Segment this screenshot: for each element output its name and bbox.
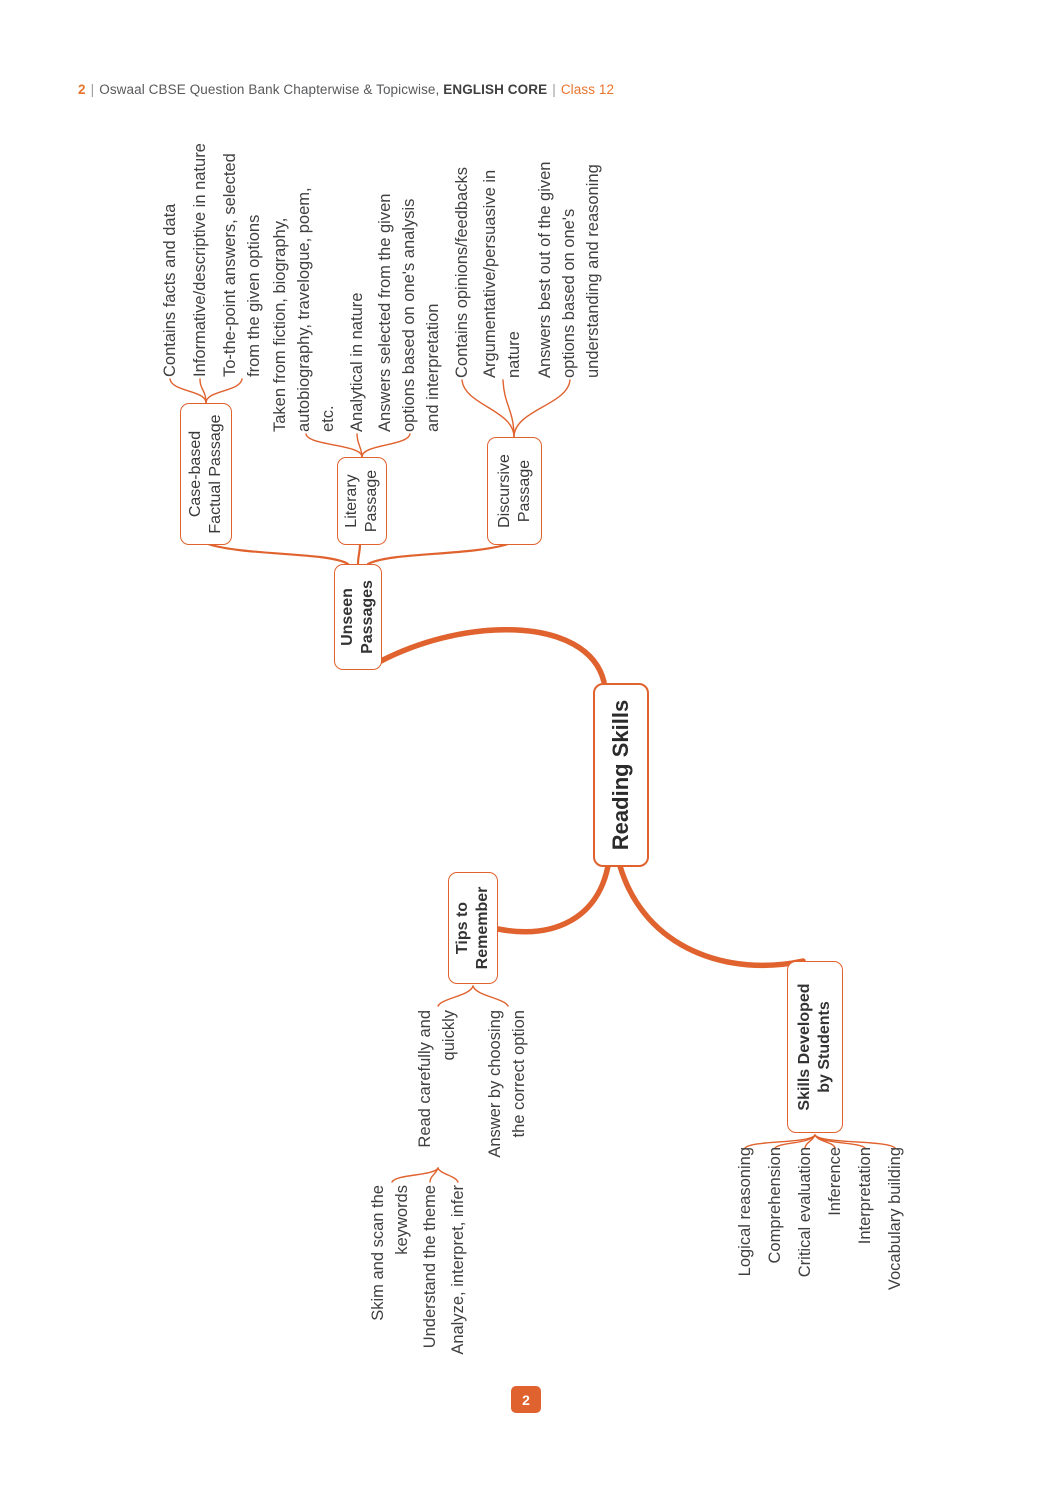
node-reading-skills: Reading Skills xyxy=(593,683,649,867)
page-header: 2 | Oswaal CBSE Question Bank Chapterwise … xyxy=(78,82,614,97)
leaf-note: To-the-point answers, selected from the … xyxy=(221,153,263,377)
leaf-note: Informative/descriptive in nature xyxy=(191,143,209,377)
node-tips-to-remember: Tips to Remember xyxy=(448,872,498,984)
leaf-note: Understand the theme xyxy=(421,1185,439,1349)
leaf-note: Answers best out of the given options ba… xyxy=(536,161,602,378)
header-separator-2: | xyxy=(552,82,556,97)
leaf-note: Logical reasoning xyxy=(736,1147,754,1277)
node-unseen-passages: Unseen Passages xyxy=(334,564,382,670)
header-page-number: 2 xyxy=(78,82,86,97)
leaf-note: Analyze, interpret, infer xyxy=(449,1185,467,1355)
leaf-note: Read carefully and quickly xyxy=(416,1010,458,1148)
header-class-label: Class 12 xyxy=(560,82,615,97)
leaf-note: Argumentative/persuasive in nature xyxy=(481,169,523,378)
node-skills-developed-by-students: Skills Developed by Students xyxy=(787,961,843,1133)
leaf-note: Interpretation xyxy=(856,1147,874,1245)
leaf-note: Taken from fiction, biography, autobiogr… xyxy=(271,187,337,432)
page-number-badge: 2 xyxy=(511,1386,541,1413)
node-case-based-factual-passage: Case-based Factual Passage xyxy=(180,403,232,545)
node-literary-passage: Literary Passage xyxy=(337,457,387,545)
leaf-note: Answer by choosing the correct option xyxy=(486,1010,528,1158)
node-discursive-passage: Discursive Passage xyxy=(487,437,542,545)
header-title-bold: ENGLISH CORE xyxy=(443,82,548,97)
leaf-note: Inference xyxy=(826,1147,844,1216)
leaf-note: Contains opinions/feedbacks xyxy=(453,167,471,378)
leaf-note: Skim and scan the keywords xyxy=(369,1185,411,1321)
leaf-note: Comprehension xyxy=(766,1147,784,1264)
leaf-note: Critical evaluation xyxy=(796,1147,814,1278)
leaf-note: Answers selected from the given options … xyxy=(376,193,442,432)
leaf-note: Contains facts and data xyxy=(161,203,179,377)
header-title: Oswaal CBSE Question Bank Chapterwise & … xyxy=(99,82,440,97)
leaf-note: Analytical in nature xyxy=(348,292,366,432)
header-separator: | xyxy=(90,82,95,97)
leaf-note: Vocabulary building xyxy=(886,1147,904,1291)
